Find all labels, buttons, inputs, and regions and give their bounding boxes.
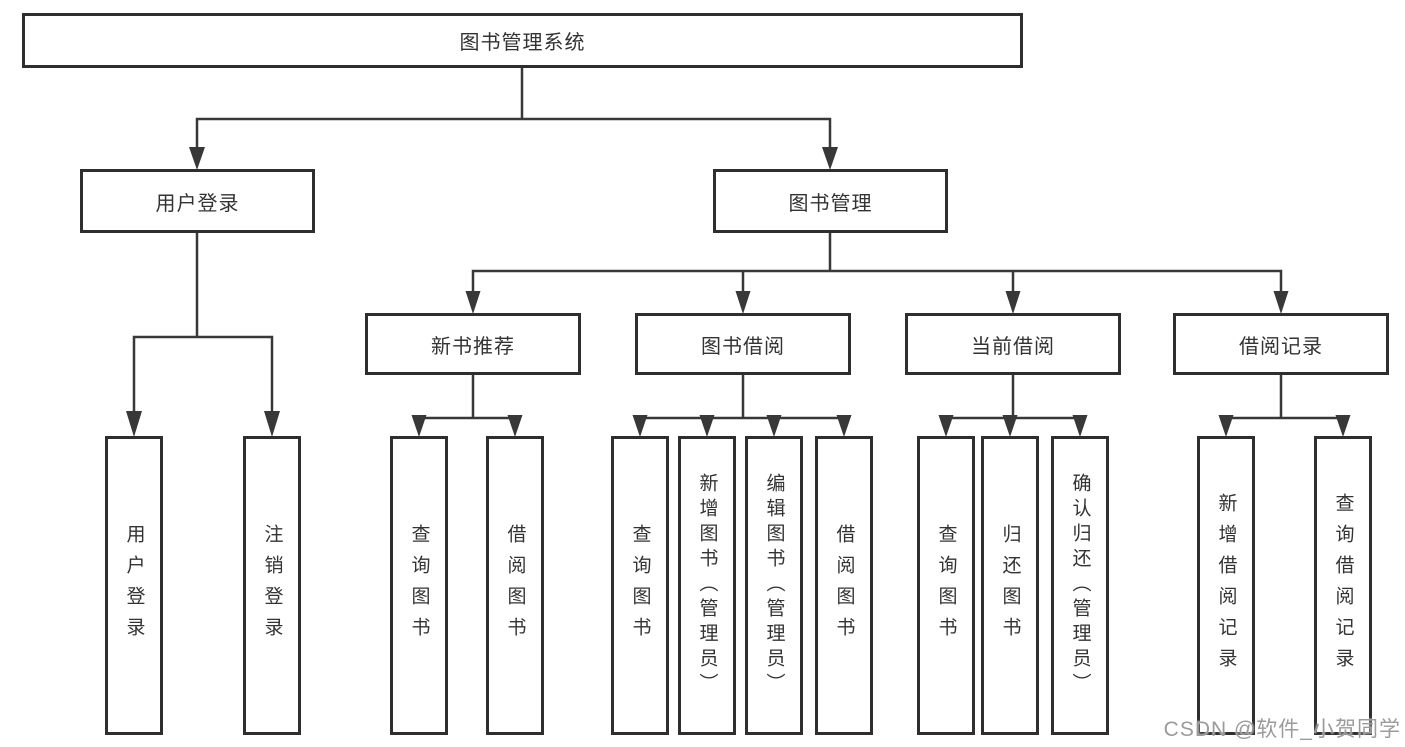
node-book-borrowing: 图书借阅	[635, 313, 851, 375]
node-label: 归还图书	[999, 523, 1021, 648]
connector-root	[195, 66, 832, 150]
node-label: 借阅记录	[1239, 335, 1323, 358]
node-label: 用户登录	[155, 192, 240, 215]
leaf-borrow-books-recommend: 借阅图书	[486, 436, 544, 735]
leaf-edit-books-admin: 编辑图书（管理员）	[745, 436, 803, 735]
node-label: 当前借阅	[971, 335, 1055, 358]
node-label: 图书管理	[788, 192, 873, 215]
node-current-borrowing: 当前借阅	[905, 313, 1121, 375]
connector-records	[1224, 373, 1345, 420]
connector-user-login	[132, 231, 274, 414]
node-label: 查询图书	[935, 523, 957, 648]
leaf-add-borrow-record: 新增借阅记录	[1197, 436, 1255, 735]
leaf-query-books-current: 查询图书	[917, 436, 975, 735]
leaf-return-books: 归还图书	[981, 436, 1039, 735]
node-label: 查询借阅记录	[1332, 492, 1354, 679]
node-label: 注销登录	[261, 523, 283, 648]
node-label: 借阅图书	[833, 523, 855, 648]
leaf-borrow-books: 借阅图书	[815, 436, 873, 735]
connector-new-books	[417, 373, 517, 420]
arrowheads	[126, 147, 1351, 437]
node-label: 查询图书	[629, 523, 651, 648]
node-label: 编辑图书（管理员）	[763, 473, 785, 698]
node-label: 借阅图书	[504, 523, 526, 648]
leaf-query-books: 查询图书	[611, 436, 669, 735]
node-system-root: 图书管理系统	[22, 13, 1023, 68]
connector-current	[944, 373, 1082, 420]
connector-borrowing	[638, 373, 846, 420]
node-label: 图书借阅	[701, 335, 785, 358]
node-label: 图书管理系统	[459, 32, 586, 54]
leaf-add-books-admin: 新增图书（管理员）	[678, 436, 736, 735]
node-label: 新增借阅记录	[1215, 492, 1237, 679]
node-label: 新书推荐	[431, 335, 515, 358]
node-label: 查询图书	[408, 523, 430, 648]
node-label: 确认归还（管理员）	[1069, 473, 1091, 698]
node-label: 新增图书（管理员）	[696, 473, 718, 698]
connector-book-mgmt	[471, 231, 1283, 294]
node-user-login: 用户登录	[80, 169, 315, 233]
leaf-query-books-recommend: 查询图书	[390, 436, 448, 735]
node-label: 用户登录	[123, 523, 145, 648]
leaf-confirm-return-admin: 确认归还（管理员）	[1051, 436, 1109, 735]
leaf-query-borrow-record: 查询借阅记录	[1314, 436, 1372, 735]
node-new-book-recommend: 新书推荐	[365, 313, 581, 375]
leaf-user-login: 用户登录	[105, 436, 163, 735]
node-borrow-records: 借阅记录	[1173, 313, 1389, 375]
node-book-management: 图书管理	[713, 169, 948, 233]
leaf-logout: 注销登录	[243, 436, 301, 735]
csdn-watermark: CSDN @软件_小贺同学	[1163, 718, 1401, 741]
